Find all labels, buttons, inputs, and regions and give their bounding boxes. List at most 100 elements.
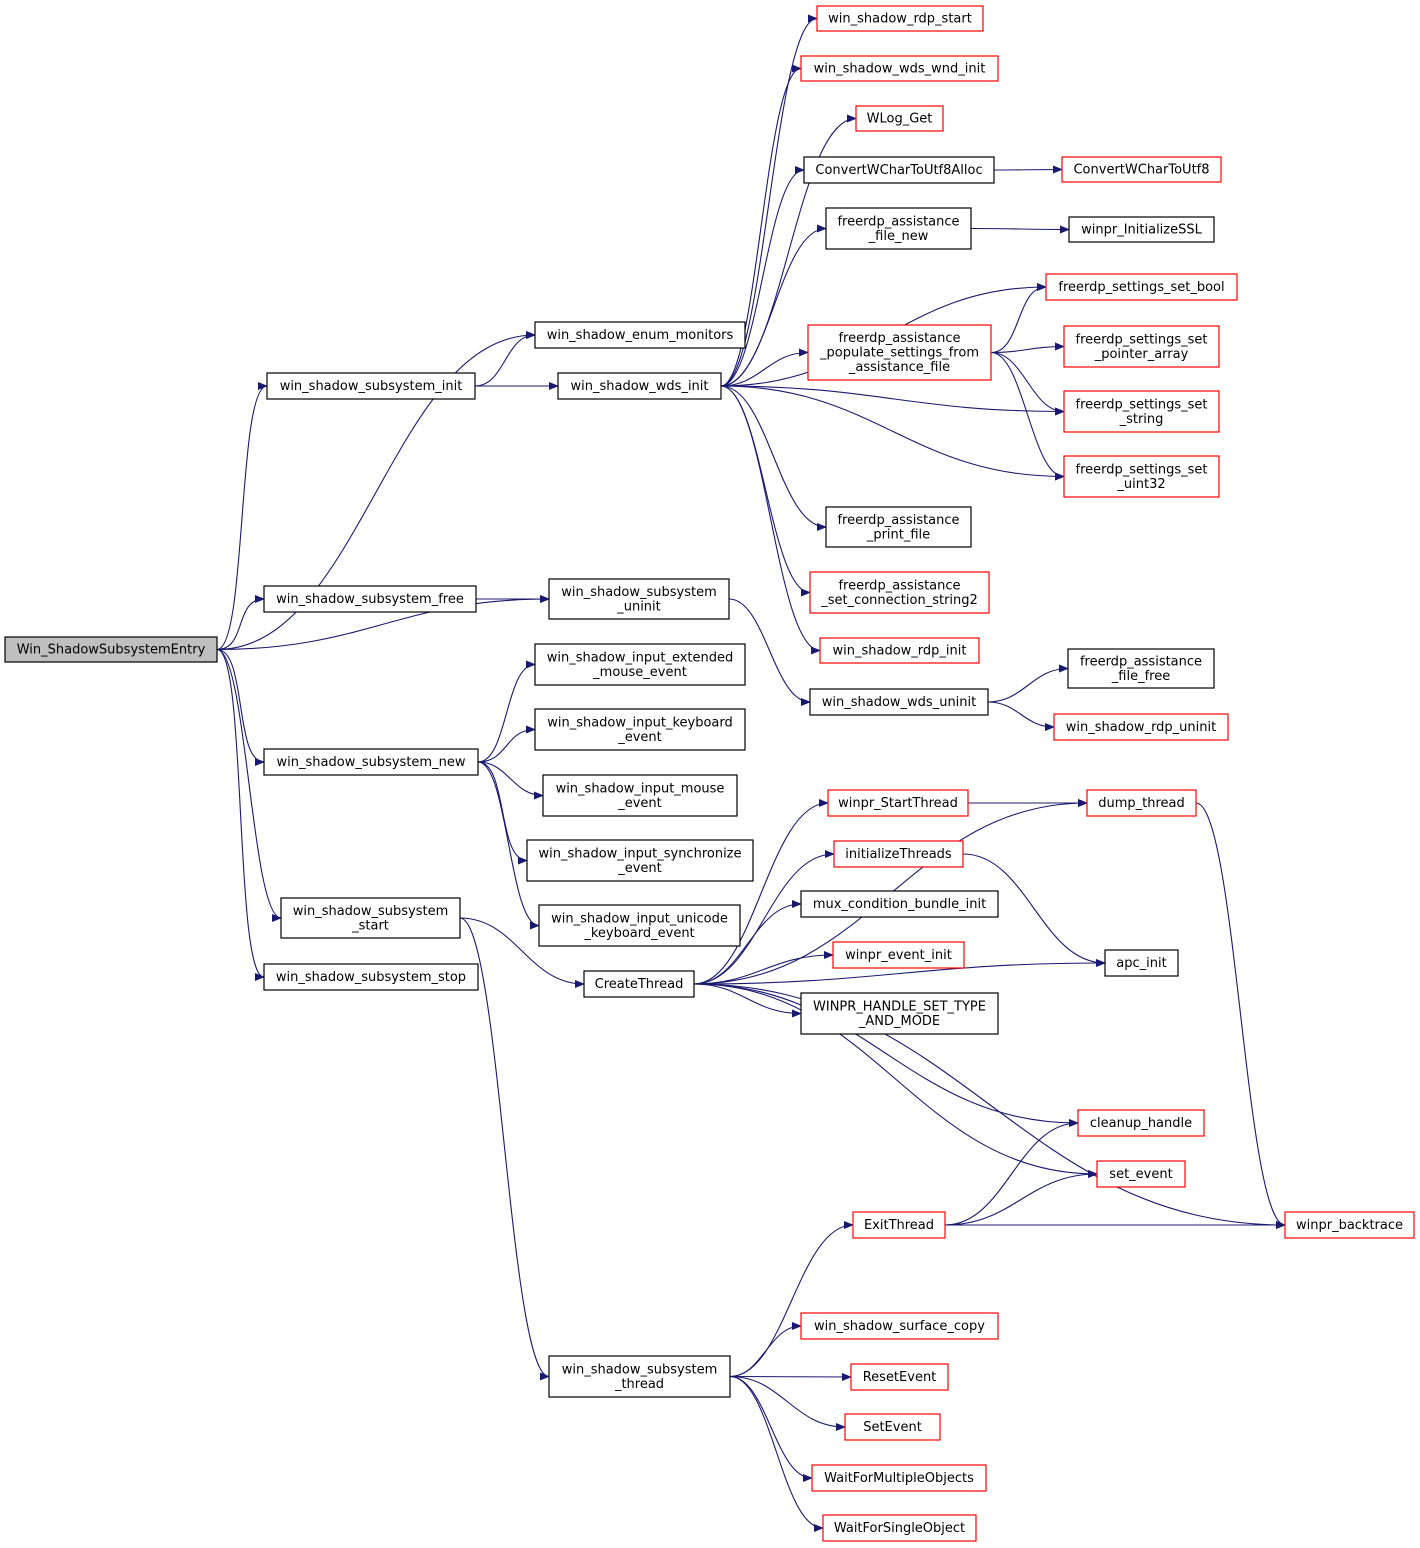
- node-sync[interactable]: win_shadow_input_synchronize_event: [526, 839, 754, 882]
- node-label: WINPR_HANDLE_SET_TYPE: [813, 999, 986, 1014]
- call-edge-entry-to-subsys_stop: [216, 648, 265, 981]
- node-box: [1104, 949, 1179, 977]
- call-edge-wds_uninit-to-rdp_uninit: [987, 701, 1055, 731]
- node-box: [4, 636, 218, 663]
- node-box: [542, 774, 738, 817]
- node-label: _thread: [614, 1377, 664, 1392]
- node-start-thread[interactable]: winpr_StartThread: [827, 789, 969, 817]
- node-backtrace[interactable]: winpr_backtrace: [1284, 1211, 1415, 1239]
- node-label: _assistance_file: [848, 360, 950, 375]
- node-box: [850, 1363, 949, 1391]
- node-box: [263, 585, 477, 613]
- node-dump-thread[interactable]: dump_thread: [1086, 789, 1197, 817]
- node-box: [809, 571, 990, 614]
- node-kbd[interactable]: win_shadow_input_keyboard_event: [534, 708, 746, 751]
- call-edge-wds_init-to-set_conn: [720, 385, 811, 597]
- node-box: [583, 970, 695, 998]
- node-label: _pointer_array: [1094, 347, 1189, 362]
- node-label: freerdp_assistance: [838, 331, 960, 346]
- node-init-ssl[interactable]: winpr_InitializeSSL: [1068, 216, 1215, 243]
- call-edge-subsys_thread-to-surface_copy: [729, 1322, 802, 1378]
- node-reset-event[interactable]: ResetEvent: [850, 1363, 949, 1391]
- node-label: win_shadow_input_extended: [547, 650, 734, 665]
- node-box: [534, 708, 746, 751]
- call-edge-populate-to-set_string: [990, 351, 1065, 416]
- call-edge-wds_init-to-set_string: [720, 385, 1065, 416]
- node-enum-monitors[interactable]: win_shadow_enum_monitors: [534, 321, 746, 349]
- node-create-thread[interactable]: CreateThread: [583, 970, 695, 998]
- node-entry[interactable]: Win_ShadowSubsystemEntry: [4, 636, 218, 663]
- node-wds-init[interactable]: win_shadow_wds_init: [557, 372, 722, 400]
- node-subsys-thread[interactable]: win_shadow_subsystem_thread: [548, 1355, 731, 1398]
- call-edge-subsys_init-to-enum_monitors: [474, 331, 536, 387]
- node-wfmo[interactable]: WaitForMultipleObjects: [811, 1464, 987, 1492]
- node-box: [800, 55, 999, 82]
- call-edge-create_thread-to-apc_init: [693, 959, 1106, 985]
- node-mouse[interactable]: win_shadow_input_mouse_event: [542, 774, 738, 817]
- node-wfso[interactable]: WaitForSingleObject: [822, 1514, 977, 1542]
- node-populate[interactable]: freerdp_assistance_populate_settings_fro…: [807, 324, 992, 381]
- node-file-free[interactable]: freerdp_assistance_file_free: [1067, 648, 1215, 689]
- call-edge-wds_init-to-assist_file_new: [720, 224, 827, 387]
- node-box: [855, 105, 944, 132]
- node-label: _print_file: [866, 527, 930, 542]
- node-box: [534, 321, 746, 349]
- node-ext-mouse[interactable]: win_shadow_input_extended_mouse_event: [534, 643, 746, 686]
- node-cleanup[interactable]: cleanup_handle: [1077, 1109, 1205, 1137]
- node-set-event2[interactable]: SetEvent: [844, 1413, 941, 1441]
- node-print-file[interactable]: freerdp_assistance_print_file: [825, 506, 972, 548]
- node-rdp-uninit[interactable]: win_shadow_rdp_uninit: [1053, 713, 1229, 741]
- node-label: apc_init: [1116, 956, 1166, 971]
- node-set-ptr[interactable]: freerdp_settings_set_pointer_array: [1063, 325, 1220, 368]
- node-mux-init[interactable]: mux_condition_bundle_init: [800, 890, 999, 918]
- node-label: freerdp_assistance: [837, 513, 959, 528]
- node-surface-copy[interactable]: win_shadow_surface_copy: [800, 1312, 999, 1340]
- node-set-type[interactable]: WINPR_HANDLE_SET_TYPE_AND_MODE: [800, 992, 999, 1035]
- node-exit-thread[interactable]: ExitThread: [852, 1211, 946, 1239]
- node-assist-file-new[interactable]: freerdp_assistance_file_new: [825, 207, 972, 250]
- call-edge-populate-to-set_bool: [990, 283, 1047, 354]
- node-cw2u8alloc[interactable]: ConvertWCharToUtf8Alloc: [803, 156, 995, 184]
- node-subsys-stop[interactable]: win_shadow_subsystem_stop: [263, 963, 479, 991]
- call-edge-create_thread-to-event_init: [693, 951, 834, 985]
- node-set-conn[interactable]: freerdp_assistance_set_connection_string…: [809, 571, 990, 614]
- call-edge-subsys_thread-to-set_event2: [729, 1375, 846, 1431]
- call-edge-entry-to-subsys_uninit: [216, 595, 550, 651]
- node-label: freerdp_settings_set: [1076, 397, 1208, 412]
- node-apc-init[interactable]: apc_init: [1104, 949, 1179, 977]
- node-rdp-start[interactable]: win_shadow_rdp_start: [816, 5, 984, 32]
- node-box: [557, 372, 722, 400]
- node-label: win_shadow_rdp_uninit: [1066, 720, 1216, 735]
- node-set-event[interactable]: set_event: [1096, 1160, 1186, 1188]
- node-label: freerdp_assistance: [837, 214, 959, 229]
- node-box: [266, 372, 476, 400]
- node-label: win_shadow_subsystem_new: [277, 755, 466, 770]
- node-set-string[interactable]: freerdp_settings_set_string: [1063, 390, 1220, 433]
- node-wnd-init[interactable]: win_shadow_wds_wnd_init: [800, 55, 999, 82]
- node-init-threads[interactable]: initializeThreads: [833, 840, 964, 868]
- node-event-init[interactable]: winpr_event_init: [832, 941, 965, 969]
- node-subsys-free[interactable]: win_shadow_subsystem_free: [263, 585, 477, 613]
- node-set-uint32[interactable]: freerdp_settings_set_uint32: [1063, 455, 1220, 498]
- node-label: win_shadow_input_synchronize: [538, 846, 741, 861]
- node-subsys-start[interactable]: win_shadow_subsystem_start: [280, 897, 461, 939]
- call-edge-create_thread-to-cleanup: [693, 983, 1079, 1127]
- node-label: ExitThread: [864, 1218, 934, 1233]
- call-edge-wds_init-to-cw2u8alloc: [720, 166, 805, 387]
- node-subsys-new[interactable]: win_shadow_subsystem_new: [263, 748, 479, 776]
- node-unicode[interactable]: win_shadow_input_unicode_keyboard_event: [538, 904, 741, 947]
- node-subsys-init[interactable]: win_shadow_subsystem_init: [266, 372, 476, 400]
- node-label: _set_connection_string2: [820, 593, 978, 608]
- node-cw2u8[interactable]: ConvertWCharToUtf8: [1061, 156, 1222, 183]
- node-label: _file_free: [1111, 669, 1170, 684]
- node-subsys-uninit[interactable]: win_shadow_subsystem_uninit: [548, 578, 730, 620]
- node-label: set_event: [1109, 1167, 1172, 1182]
- node-wlog-get[interactable]: WLog_Get: [855, 105, 944, 132]
- node-rdp-init[interactable]: win_shadow_rdp_init: [819, 637, 980, 664]
- node-box: [816, 5, 984, 32]
- node-label: WaitForSingleObject: [834, 1521, 965, 1536]
- call-edge-entry-to-subsys_start: [216, 648, 282, 922]
- node-wds-uninit[interactable]: win_shadow_wds_uninit: [809, 688, 989, 716]
- node-set-bool[interactable]: freerdp_settings_set_bool: [1045, 273, 1238, 301]
